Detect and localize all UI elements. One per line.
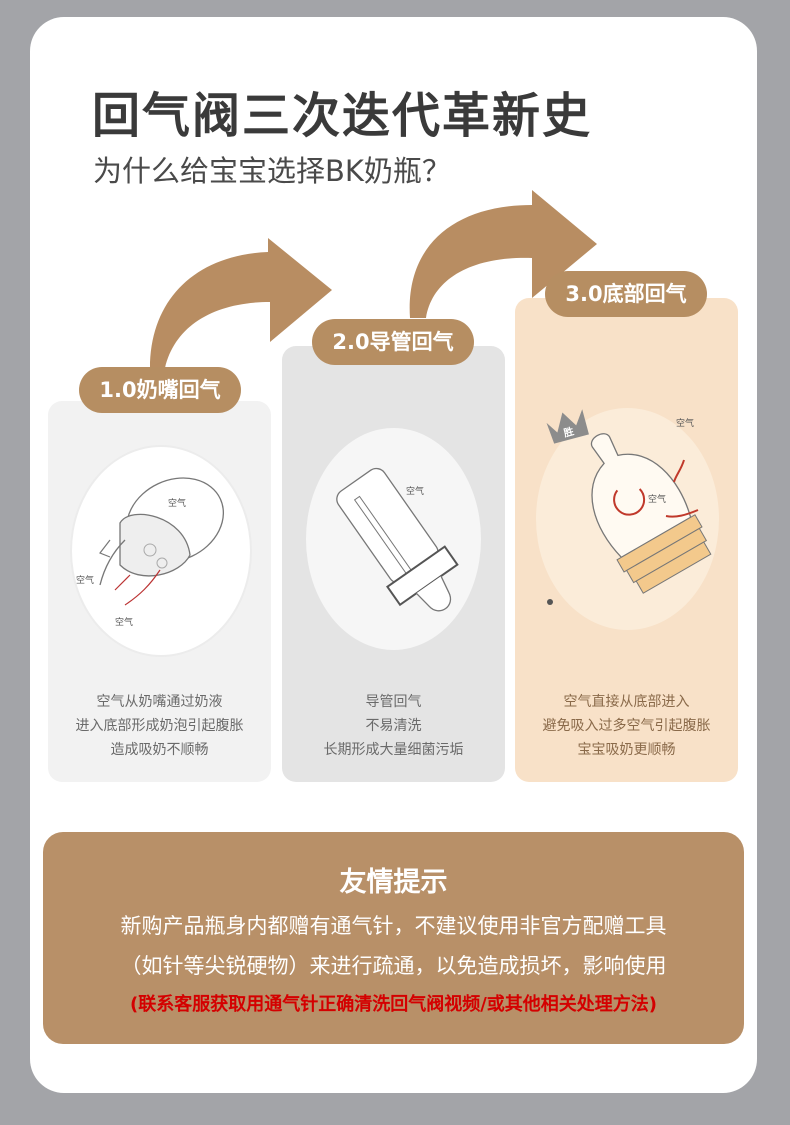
- tip-line-1: 新购产品瓶身内都赠有通气针，不建议使用非官方配赠工具: [120, 914, 667, 938]
- arrow-1-icon: [150, 238, 332, 368]
- stage-2-description: 导管回气 不易清洗 长期形成大量细菌污垢: [282, 690, 505, 762]
- stage-3-line-1: 空气直接从底部进入: [563, 694, 690, 710]
- stage-3-line-2: 避免吸入过多空气引起腹胀: [542, 718, 711, 734]
- bottom-vent-bottle-illustration: 胜 空气 空气: [546, 409, 712, 605]
- progress-arrows: [150, 190, 597, 368]
- tip-warning: (联系客服获取用通气针正确清洗回气阀视频/或其他相关处理方法): [129, 994, 658, 1015]
- air-label-5: 空气: [676, 417, 694, 429]
- page-title: 回气阀三次迭代革新史: [92, 88, 593, 144]
- stage-3-description: 空气直接从底部进入 避免吸入过多空气引起腹胀 宝宝吸奶更顺畅: [515, 690, 738, 762]
- air-label-4: 空气: [406, 485, 424, 497]
- stage-3-line-3: 宝宝吸奶更顺畅: [577, 742, 676, 758]
- air-label-1: 空气: [168, 497, 186, 509]
- tube-vent-bottle-illustration: 空气: [336, 467, 459, 612]
- air-label-3: 空气: [115, 616, 133, 628]
- crown-text: 胜: [561, 424, 575, 439]
- arrow-2-icon: [409, 190, 597, 318]
- tip-line-2: （如针等尖锐硬物）来进行疏通，以免造成损坏，影响使用: [120, 954, 667, 978]
- tip-title: 友情提示: [339, 867, 448, 898]
- crown-icon: 胜: [546, 409, 589, 444]
- stage-2-line-1: 导管回气: [365, 694, 422, 710]
- nipple-vent-bottle-illustration: 空气 空气 空气: [76, 477, 225, 628]
- stage-2-line-3: 长期形成大量细菌污垢: [323, 742, 464, 758]
- stage-3-label: 3.0底部回气: [545, 271, 707, 317]
- stage-1-line-2: 进入底部形成奶泡引起腹胀: [75, 718, 244, 734]
- air-label-2: 空气: [76, 574, 94, 586]
- air-label-6: 空气: [648, 493, 666, 505]
- stage-1-line-1: 空气从奶嘴通过奶液: [96, 694, 223, 710]
- stage-1-description: 空气从奶嘴通过奶液 进入底部形成奶泡引起腹胀 造成吸奶不顺畅: [48, 690, 271, 762]
- stage-1-line-3: 造成吸奶不顺畅: [110, 742, 209, 758]
- page-subtitle: 为什么给宝宝选择BK奶瓶？: [93, 154, 451, 188]
- friendly-tip-box: 友情提示 新购产品瓶身内都赠有通气针，不建议使用非官方配赠工具 （如针等尖锐硬物…: [43, 832, 744, 1044]
- stage-1-label: 1.0奶嘴回气: [79, 367, 241, 413]
- stage-2-label: 2.0导管回气: [312, 319, 474, 365]
- stage-2-line-2: 不易清洗: [365, 718, 422, 734]
